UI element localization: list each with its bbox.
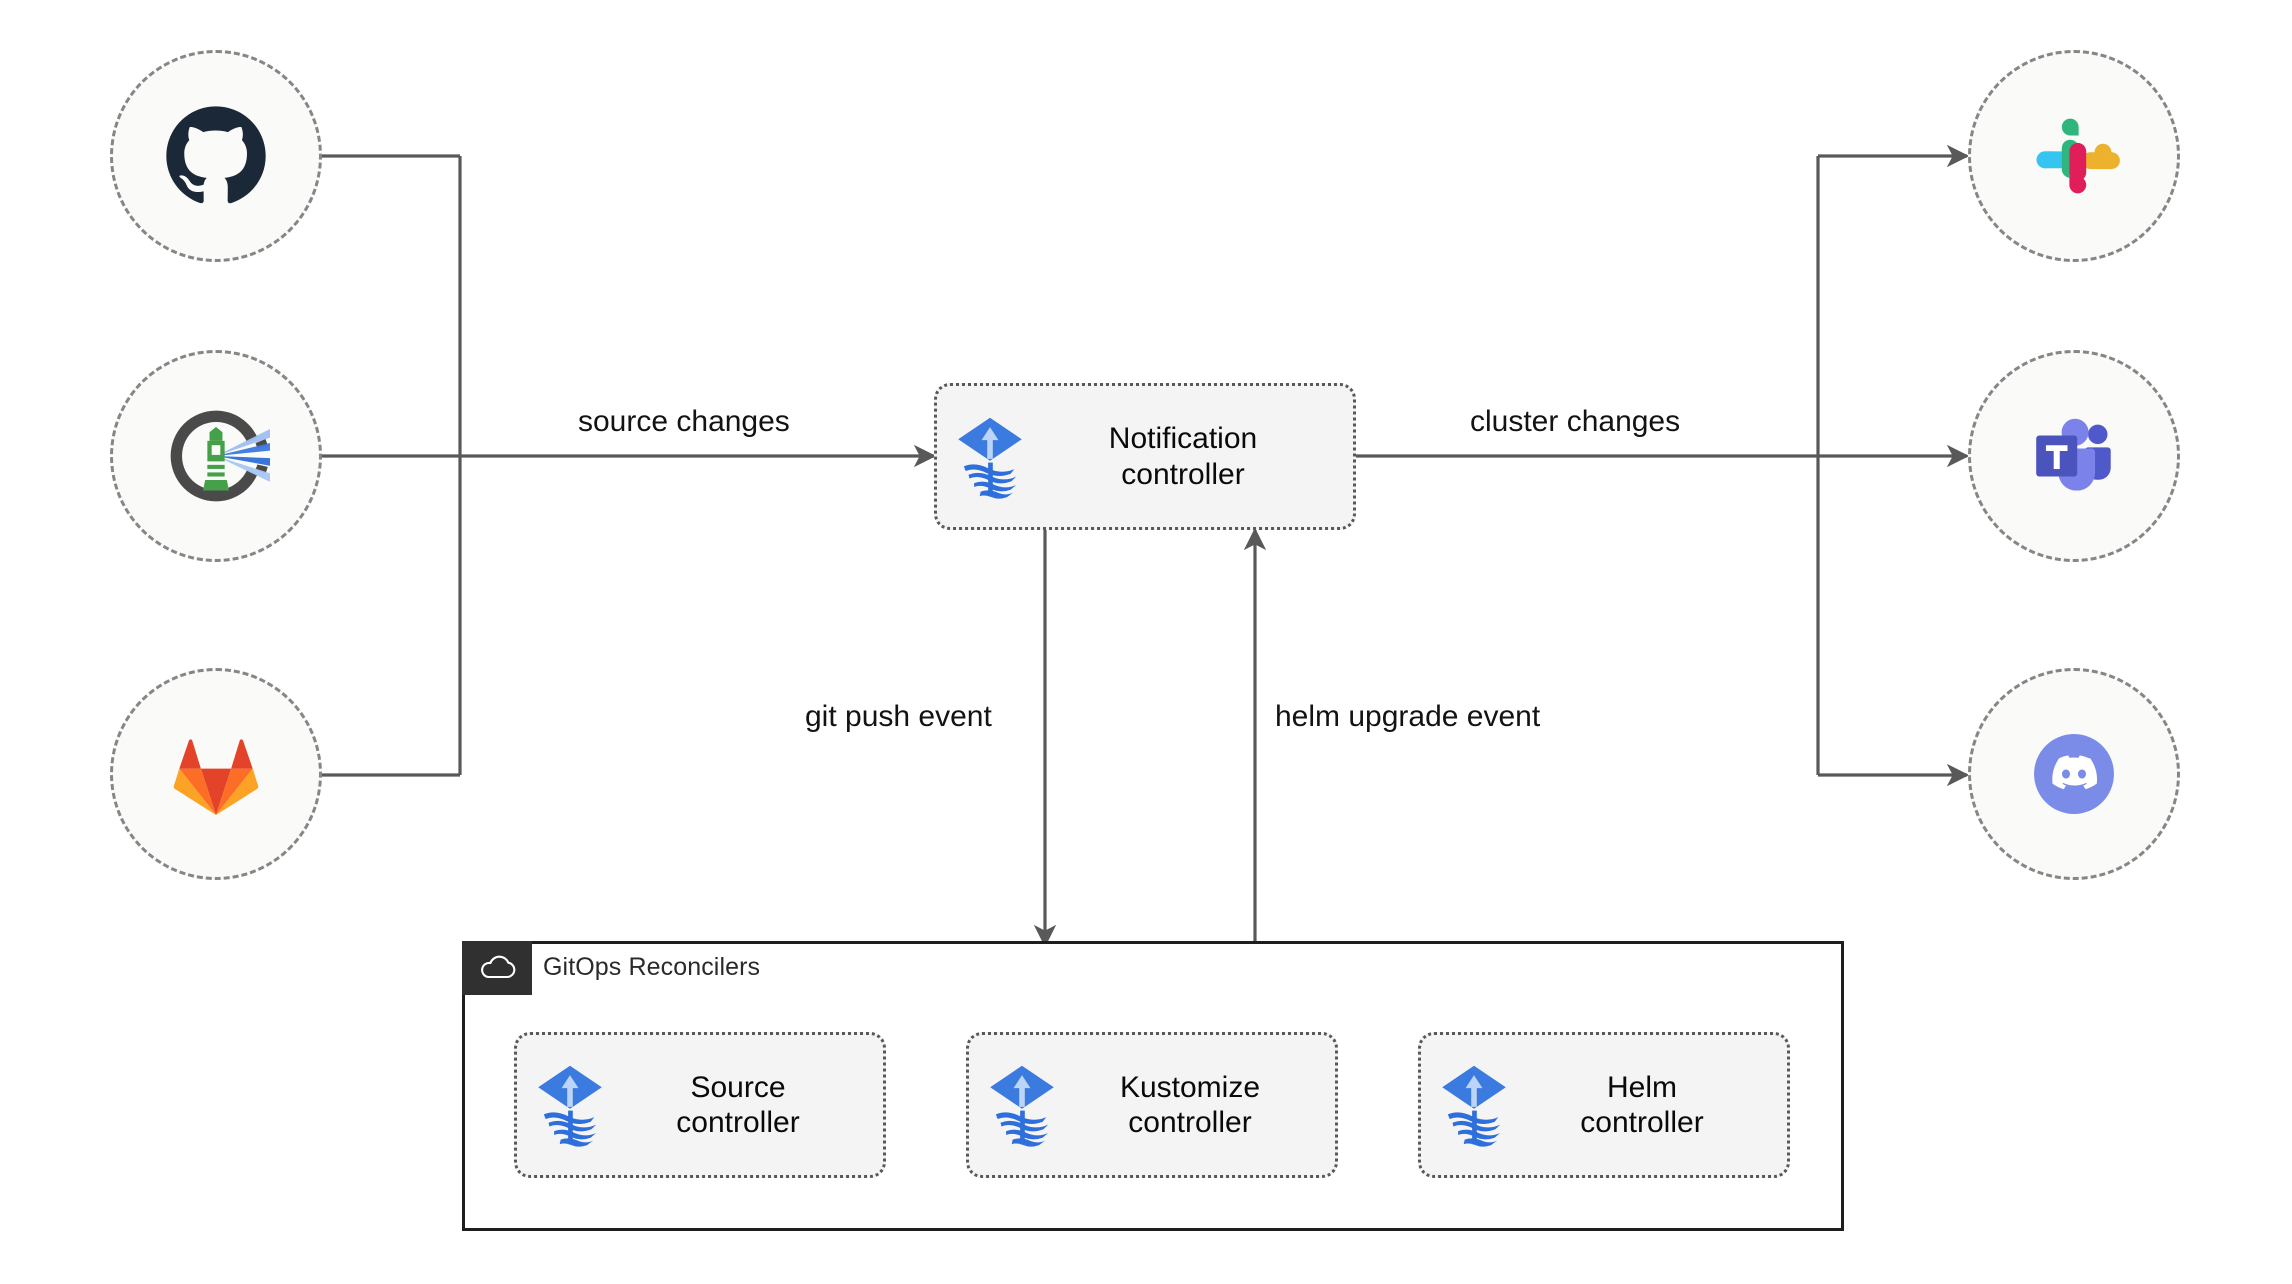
flux-controller-icon xyxy=(958,417,1022,499)
destination-node-teams[interactable] xyxy=(1968,350,2180,562)
slack-icon xyxy=(2036,118,2120,194)
source-node-gitlab[interactable] xyxy=(110,668,322,880)
gitlab-icon xyxy=(173,739,259,816)
source-node-flux[interactable] xyxy=(110,350,322,562)
github-icon xyxy=(166,106,266,204)
notification-controller-label: Notification controller xyxy=(1108,422,1258,491)
source-controller-box[interactable]: Source controller xyxy=(514,1032,886,1178)
flux-lighthouse-icon xyxy=(170,410,270,502)
helm-controller-box[interactable]: Helm controller xyxy=(1418,1032,1790,1178)
edge-label-helm-upgrade-event: helm upgrade event xyxy=(1275,700,1541,733)
helm-controller-label: Helm controller xyxy=(1580,1070,1704,1139)
flux-controller-icon xyxy=(538,1065,602,1147)
source-node-github[interactable] xyxy=(110,50,322,262)
destination-node-discord[interactable] xyxy=(1968,668,2180,880)
notification-controller-box[interactable]: Notification controller xyxy=(934,383,1356,530)
cloud-icon xyxy=(481,955,516,979)
kustomize-controller-box[interactable]: Kustomize controller xyxy=(966,1032,1338,1178)
microsoft-teams-icon xyxy=(2036,418,2111,491)
kustomize-controller-label: Kustomize controller xyxy=(1119,1070,1261,1139)
edge-label-source-changes: source changes xyxy=(578,405,790,438)
gitops-container-tab xyxy=(462,941,532,995)
destination-node-slack[interactable] xyxy=(1968,50,2180,262)
edge-label-git-push-event: git push event xyxy=(805,700,992,733)
gitops-container-title: GitOps Reconcilers xyxy=(543,953,761,981)
edge-label-cluster-changes: cluster changes xyxy=(1470,405,1681,438)
source-controller-label: Source controller xyxy=(676,1070,800,1139)
flux-controller-icon xyxy=(1442,1065,1506,1147)
flux-controller-icon xyxy=(990,1065,1054,1147)
discord-icon xyxy=(2034,734,2114,814)
